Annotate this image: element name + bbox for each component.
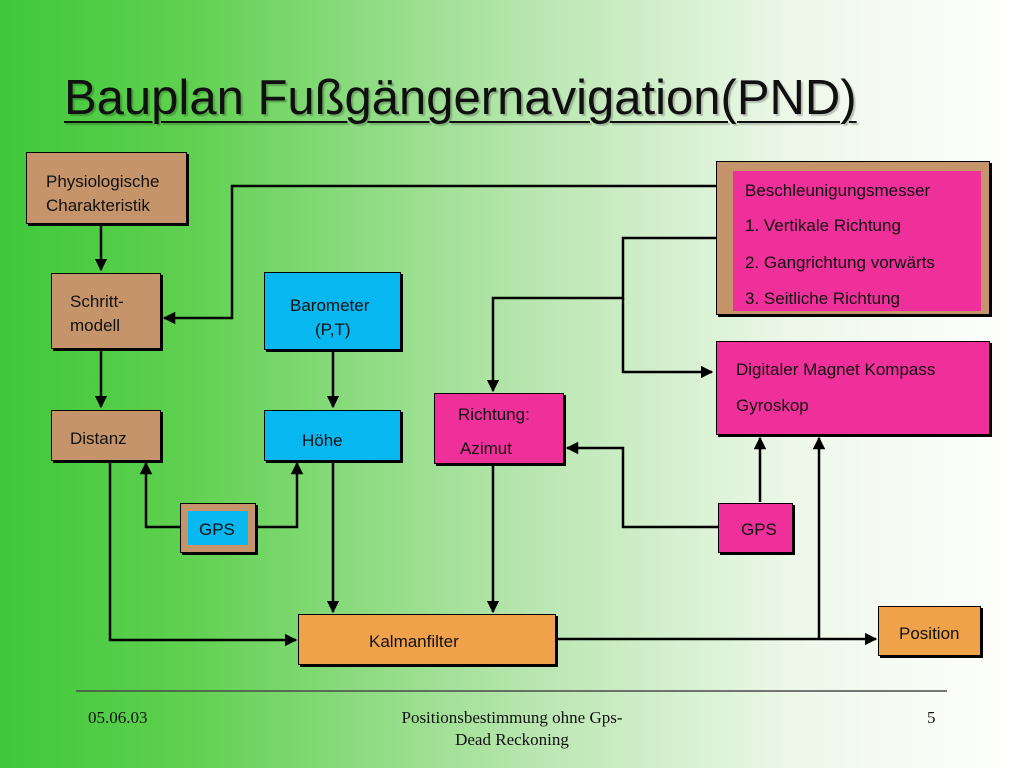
- box-gps-left: GPS: [180, 503, 256, 553]
- footer-center-line1: Positionsbestimmung ohne Gps-: [401, 708, 623, 727]
- box-physiologische-line1: Physiologische: [46, 172, 160, 191]
- arrow-gps-to-distanz: [139, 461, 180, 529]
- box-position: Position: [878, 606, 981, 656]
- arrow-beschleunigung-to-richtung: [486, 236, 716, 393]
- box-richtung-line2: Azimut: [460, 439, 512, 458]
- box-beschleunigungsmesser: Beschleunigungsmesser 1. Vertikale Richt…: [716, 161, 990, 315]
- box-hoehe: Höhe: [264, 410, 401, 461]
- box-richtung-line1: Richtung:: [458, 405, 530, 424]
- box-kalmanfilter-label: Kalmanfilter: [369, 632, 459, 651]
- box-distanz-label: Distanz: [70, 429, 127, 448]
- box-physiologische-line2: Charakteristik: [46, 196, 150, 215]
- box-barometer: Barometer (P,T): [264, 272, 401, 350]
- box-kompass-line2: Gyroskop: [736, 396, 809, 415]
- footer-center: Positionsbestimmung ohne Gps- Dead Recko…: [362, 708, 662, 750]
- arrow-distanz-to-kalman: [108, 461, 298, 647]
- arrow-gps-to-richtung: [565, 441, 718, 529]
- arrow-beschleunigung-to-schritt: [162, 184, 716, 325]
- arrow-gps-to-hoehe: [256, 461, 304, 529]
- box-distanz: Distanz: [51, 410, 161, 461]
- footer-center-line2: Dead Reckoning: [455, 730, 569, 749]
- beschleunigungsmesser-title: Beschleunigungsmesser: [745, 181, 931, 200]
- page-title: Bauplan Fußgängernavigation(PND): [64, 71, 857, 125]
- box-gps-right: GPS: [718, 503, 793, 553]
- arrow-beschleunigung-to-kompass: [621, 298, 714, 379]
- box-schrittmodell-line1: Schritt-: [70, 292, 124, 311]
- box-schrittmodell: Schritt- modell: [51, 273, 161, 349]
- box-beschleunigungsmesser-inset: Beschleunigungsmesser 1. Vertikale Richt…: [733, 171, 981, 311]
- box-physiologische-charakteristik: Physiologische Charakteristik: [26, 152, 187, 224]
- box-richtung-azimut: Richtung: Azimut: [434, 393, 564, 464]
- box-hoehe-label: Höhe: [302, 431, 343, 450]
- box-gps-right-label: GPS: [741, 520, 777, 539]
- footer-date: 05.06.03: [88, 708, 148, 727]
- footer-page-number: 5: [927, 708, 936, 727]
- beschleunigungsmesser-item-3: 3. Seitliche Richtung: [745, 289, 900, 308]
- beschleunigungsmesser-item-2: 2. Gangrichtung vorwärts: [745, 253, 935, 272]
- box-kompass-gyroskop: Digitaler Magnet Kompass Gyroskop: [716, 341, 990, 435]
- box-barometer-line2: (P,T): [315, 320, 351, 339]
- box-barometer-line1: Barometer: [290, 296, 370, 315]
- box-gps-left-inset: GPS: [188, 511, 248, 545]
- box-gps-left-label: GPS: [199, 520, 235, 539]
- beschleunigungsmesser-item-1: 1. Vertikale Richtung: [745, 216, 901, 235]
- box-kompass-line1: Digitaler Magnet Kompass: [736, 360, 936, 379]
- box-kalmanfilter: Kalmanfilter: [298, 614, 556, 665]
- box-schrittmodell-line2: modell: [70, 316, 121, 335]
- box-position-label: Position: [899, 624, 960, 643]
